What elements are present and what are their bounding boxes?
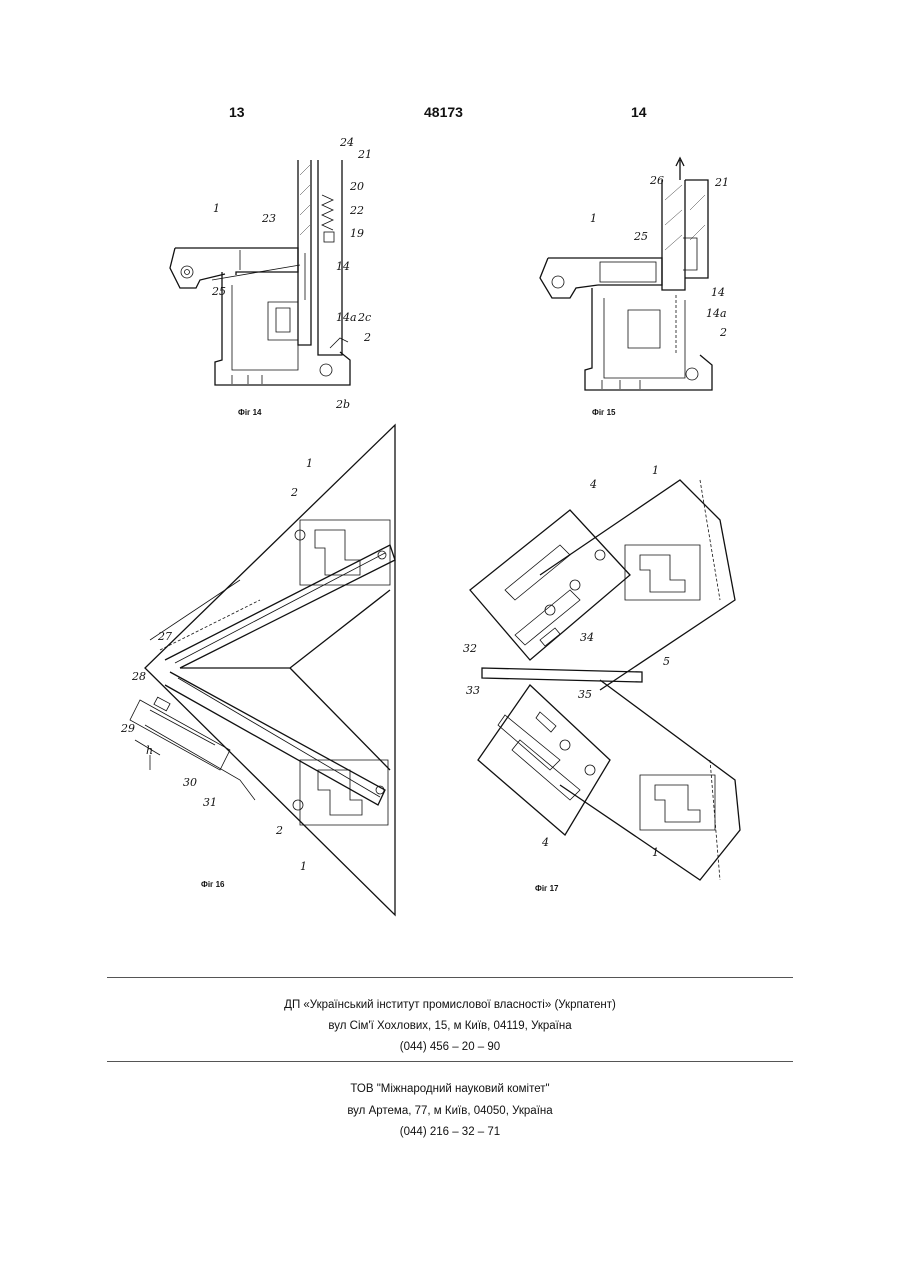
label-fig17-32: 32 <box>463 642 477 655</box>
label-fig16-2-top: 2 <box>290 486 298 499</box>
org1-phone: (044) 456 – 20 – 90 <box>0 1040 900 1054</box>
label-fig14-24: 24 <box>339 136 354 149</box>
label-fig16-28: 28 <box>131 670 146 683</box>
label-fig14-21: 21 <box>357 148 372 161</box>
label-fig17-35: 35 <box>578 688 592 701</box>
label-fig14-2: 2 <box>363 331 371 344</box>
caption-fig14: Фіг 14 <box>238 408 262 417</box>
label-fig17-1-top: 1 <box>652 464 659 477</box>
label-fig17-34: 34 <box>580 631 594 644</box>
label-fig14-14a: 14a <box>336 311 357 324</box>
label-fig14-2c: 2c <box>357 311 371 324</box>
label-fig14-2b: 2b <box>335 398 350 411</box>
org1-name: ДП «Український інститут промислової вла… <box>0 998 900 1012</box>
label-fig16-1-bottom: 1 <box>300 860 307 873</box>
label-fig15-14: 14 <box>711 286 725 299</box>
label-fig15-21: 21 <box>714 176 729 189</box>
label-fig15-2: 2 <box>719 326 727 339</box>
label-fig16-27: 27 <box>157 630 172 643</box>
label-fig17-5: 5 <box>663 655 670 668</box>
footer-divider-top <box>107 977 793 978</box>
label-fig14-19: 19 <box>350 227 364 240</box>
label-fig14-14: 14 <box>336 260 350 273</box>
org2-phone: (044) 216 – 32 – 71 <box>0 1125 900 1139</box>
label-fig17-4-bottom: 4 <box>541 836 549 849</box>
label-fig14-23: 23 <box>261 212 276 225</box>
label-fig15-1: 1 <box>590 212 597 225</box>
caption-fig17: Фіг 17 <box>535 884 559 893</box>
label-fig16-29: 29 <box>120 722 135 735</box>
label-fig14-1: 1 <box>213 202 220 215</box>
label-fig15-25: 25 <box>633 230 648 243</box>
label-fig14-22: 22 <box>349 204 364 217</box>
label-fig14-20: 20 <box>349 180 364 193</box>
label-fig16-h: h <box>146 744 153 757</box>
label-fig16-31: 31 <box>203 796 217 809</box>
label-fig16-2-bottom: 2 <box>275 824 283 837</box>
caption-fig16: Фіг 16 <box>201 880 225 889</box>
org2-name: ТОВ "Міжнародний науковий комітет" <box>0 1082 900 1096</box>
figure-14 <box>170 160 350 385</box>
label-fig17-4-top: 4 <box>589 478 597 491</box>
figure-15 <box>540 158 712 390</box>
org1-address: вул Сім'ї Хохлових, 15, м Київ, 04119, У… <box>0 1019 900 1033</box>
label-fig15-26: 26 <box>649 174 664 187</box>
figure-17 <box>470 480 740 880</box>
label-fig15-14a: 14a <box>706 307 727 320</box>
figure-labels: 24 21 20 22 19 23 1 25 14 14a 2c 2 2b Фі… <box>120 136 729 893</box>
label-fig17-1-bottom: 1 <box>652 846 659 859</box>
patent-drawings: 24 21 20 22 19 23 1 25 14 14a 2c 2 2b Фі… <box>0 0 900 960</box>
footer-divider-bottom <box>107 1061 793 1062</box>
label-fig16-1-top: 1 <box>306 457 313 470</box>
caption-fig15: Фіг 15 <box>592 408 616 417</box>
label-fig16-30: 30 <box>183 776 197 789</box>
figure-16 <box>130 425 395 915</box>
org2-address: вул Артема, 77, м Київ, 04050, Україна <box>0 1104 900 1118</box>
label-fig14-25: 25 <box>211 285 226 298</box>
label-fig17-33: 33 <box>466 684 480 697</box>
